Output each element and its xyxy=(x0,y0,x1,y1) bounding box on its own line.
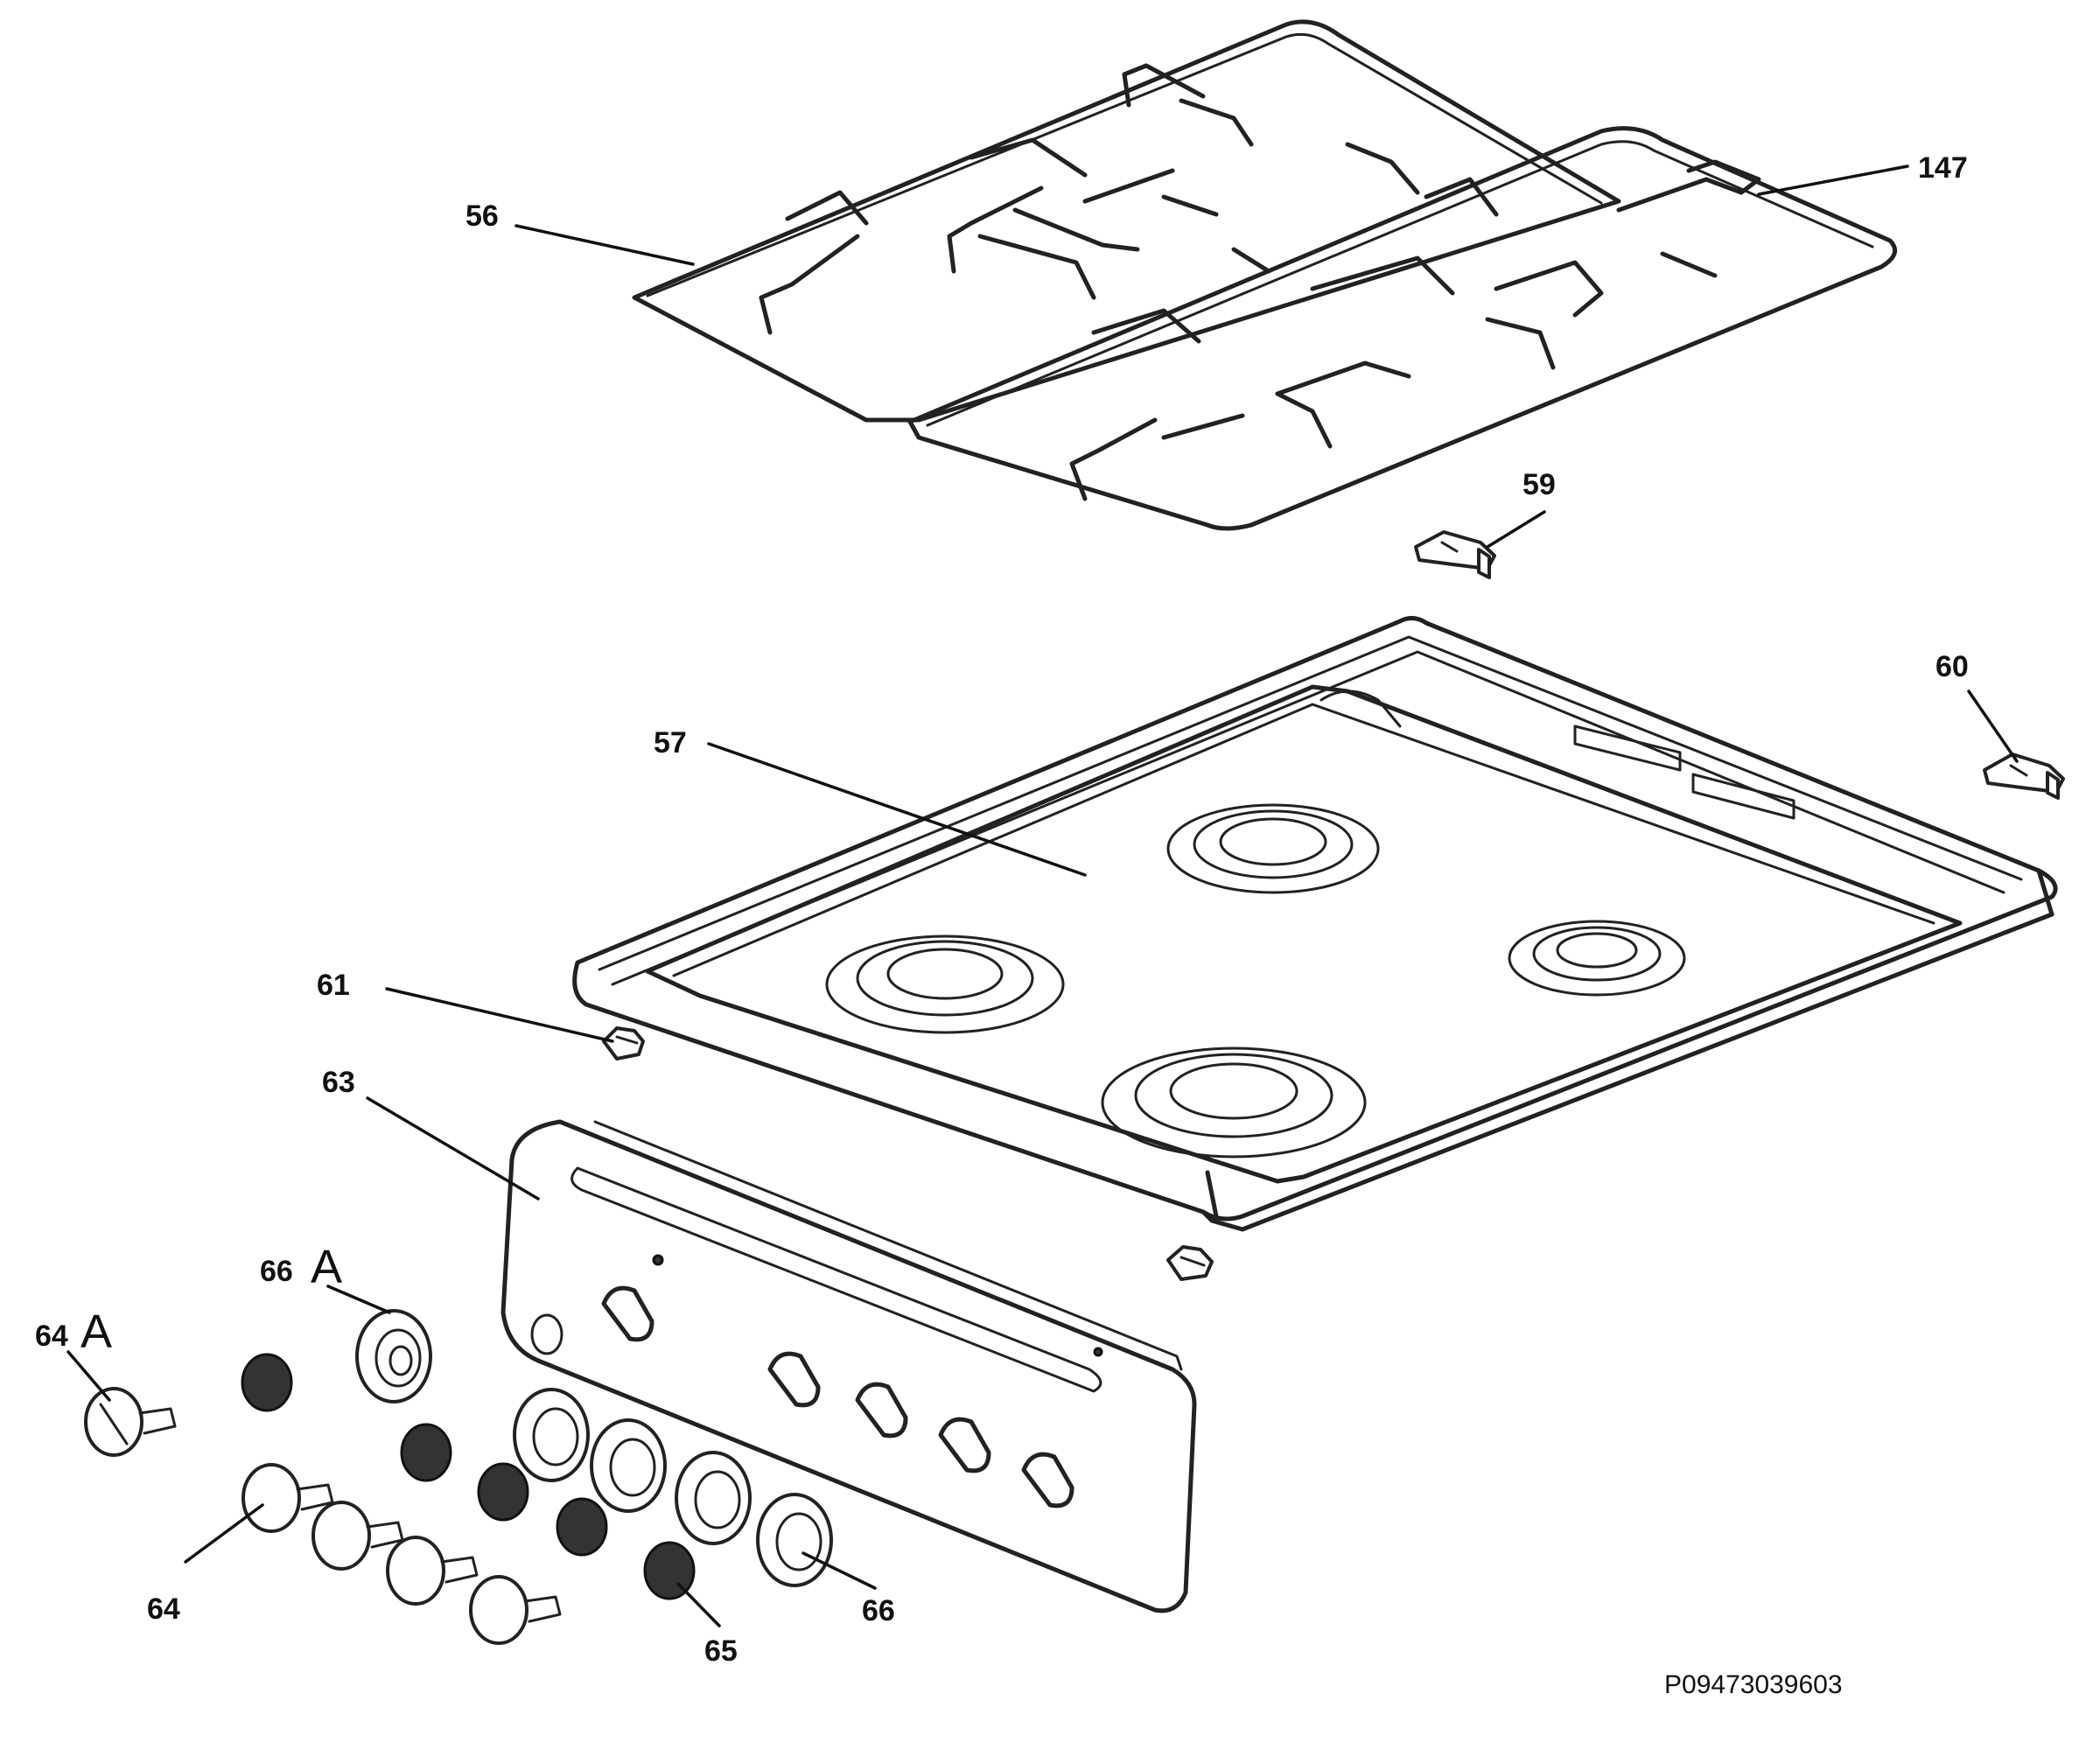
hob-top xyxy=(572,616,2058,1232)
callout-64: 64 xyxy=(147,1592,180,1626)
clip-61 xyxy=(602,1026,645,1060)
callout-147: 147 xyxy=(1918,151,1968,185)
burner-rear-right xyxy=(1508,920,1686,997)
pan-support-grid-right xyxy=(907,126,1898,531)
springs xyxy=(241,1353,696,1600)
callout-66a-suffix: A xyxy=(311,1241,342,1293)
leader-lines xyxy=(66,164,2019,1628)
knob-bezel-66a xyxy=(355,1309,432,1404)
callout-65: 65 xyxy=(704,1634,738,1668)
callout-66: 66 xyxy=(862,1594,895,1628)
control-panel xyxy=(500,1119,1197,1614)
burner-rear-left xyxy=(1166,803,1380,894)
burner-front-left xyxy=(825,934,1065,1034)
callout-57: 57 xyxy=(654,726,687,760)
knobs-64 xyxy=(242,1463,562,1645)
callout-64a-suffix: A xyxy=(80,1306,112,1358)
clip-59 xyxy=(1414,530,1496,579)
callout-56: 56 xyxy=(466,200,499,233)
callout-labels: 56 147 59 60 57 61 63 66 A 64 A 64 65 66… xyxy=(35,151,1969,1699)
callout-66a: 66 xyxy=(260,1255,293,1288)
callout-64a: 64 xyxy=(35,1320,68,1353)
callout-63: 63 xyxy=(322,1066,355,1099)
clip-front xyxy=(1166,1245,1214,1281)
knob-64a xyxy=(84,1387,177,1457)
callout-61: 61 xyxy=(317,969,350,1002)
callout-60: 60 xyxy=(1936,650,1969,683)
drawing-code: P09473039603 xyxy=(1664,1670,1843,1699)
burner-front-right xyxy=(1101,1046,1367,1158)
callout-59: 59 xyxy=(1522,468,1556,501)
pan-support-grid-left xyxy=(632,19,1621,423)
clip-60 xyxy=(1983,752,2065,800)
knob-bezels-66 xyxy=(513,1388,833,1587)
